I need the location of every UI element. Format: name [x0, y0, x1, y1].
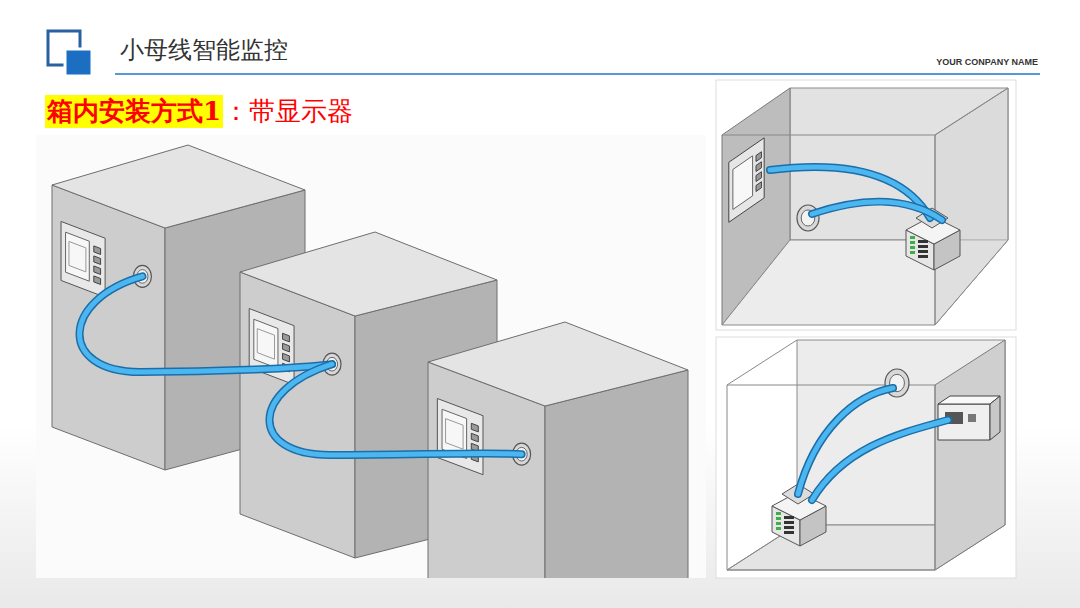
cabinet-top [428, 322, 688, 406]
cabinet-top [240, 232, 497, 316]
inside-view [727, 340, 1005, 570]
display-frame [729, 138, 764, 222]
display-button [471, 423, 478, 432]
terminal-screw [784, 521, 794, 524]
display-frame [61, 221, 105, 297]
terminal [776, 527, 781, 530]
terminal [910, 236, 915, 239]
terminal [910, 241, 915, 244]
display-button [756, 182, 761, 192]
company-name: YOUR CONPANY NAME [936, 57, 1038, 68]
terminal-screw [918, 245, 928, 248]
cable-outline [80, 276, 332, 372]
picture-panel [716, 337, 1016, 578]
section-subheading: ：带显示器 [223, 95, 353, 128]
slide-title: 小母线智能监控 [120, 36, 288, 65]
cable-outline [269, 364, 521, 455]
terminal-screw [918, 255, 928, 258]
display-button [283, 343, 290, 352]
display-screen [66, 232, 90, 281]
display-body [990, 396, 1000, 440]
cable [770, 167, 930, 218]
terminal-screw [784, 531, 794, 534]
display-button [756, 152, 761, 162]
side-wall [935, 88, 1008, 325]
cabinet-face [240, 272, 355, 558]
display-screen [733, 156, 753, 210]
terminal [776, 517, 781, 520]
display-button [283, 353, 290, 362]
cable-outline [770, 167, 930, 218]
cable [812, 420, 948, 500]
cable-outline [812, 202, 942, 220]
terminal [910, 251, 915, 254]
display-frame [437, 399, 483, 475]
terminal [776, 512, 781, 515]
box-edge [727, 340, 935, 570]
picture-panel [716, 80, 1016, 330]
cabinet-chain [52, 145, 688, 578]
display-port [968, 414, 976, 422]
cable [812, 202, 942, 220]
inside-view [722, 88, 1008, 325]
display-button [94, 256, 101, 265]
cable [80, 276, 332, 372]
terminal-screw [918, 250, 928, 253]
terminal-screw [784, 526, 794, 529]
cable [269, 364, 521, 455]
section-heading: 箱内安装方式1 [45, 95, 223, 128]
display-button [756, 172, 761, 182]
cabinet-top [52, 145, 305, 228]
logo-square [65, 49, 92, 76]
cabinet-face [52, 185, 165, 470]
header-rule [115, 73, 1040, 75]
display-button [756, 162, 761, 172]
display-button [94, 246, 101, 255]
side-wall [935, 340, 1005, 570]
display-screen [254, 319, 278, 368]
display-window [257, 329, 274, 360]
terminal-screw [784, 516, 794, 519]
terminal [910, 246, 915, 249]
terminal-screw [918, 240, 928, 243]
display-button [94, 276, 101, 285]
display-button [94, 266, 101, 275]
terminal [776, 522, 781, 525]
cabinet-face [545, 370, 688, 578]
display-button [283, 333, 290, 342]
cable-outline [812, 420, 948, 500]
box-edge [722, 88, 1008, 325]
display-window [446, 419, 464, 450]
display-window [69, 241, 86, 271]
display-button [471, 433, 478, 442]
